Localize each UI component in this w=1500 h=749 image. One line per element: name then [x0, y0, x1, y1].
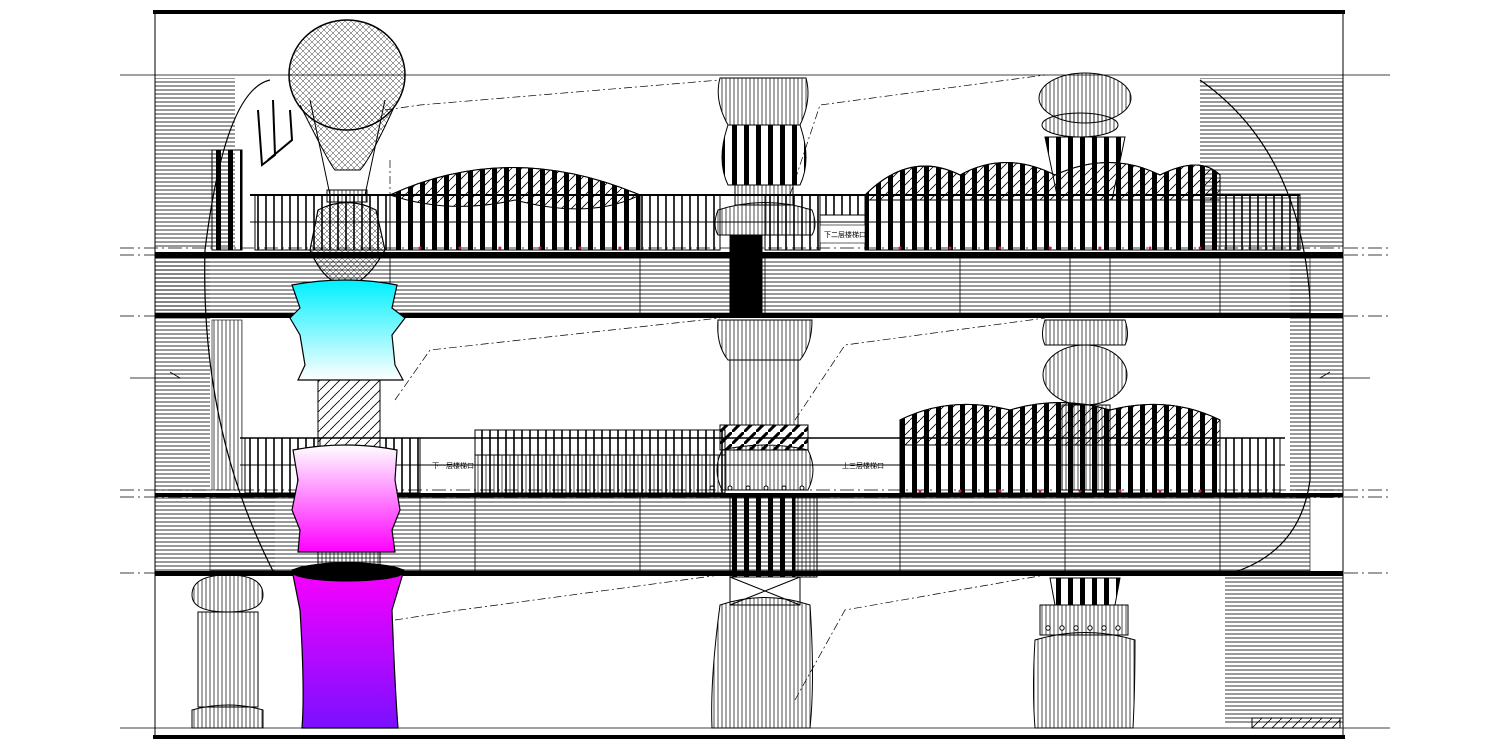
- left-upper-wall: [211, 99, 294, 251]
- violet-lantern: [291, 561, 405, 729]
- upper-stair-label: 下二层楼梯口: [824, 230, 866, 239]
- cyan-lantern: [289, 279, 406, 381]
- right-tower: [1033, 72, 1136, 729]
- center-tower: [709, 77, 818, 729]
- mid-arches: [899, 402, 1221, 494]
- level-arrows: [130, 371, 1370, 379]
- mid-right-stair-label: 上三层楼梯口: [842, 461, 884, 470]
- left-tower: [288, 19, 406, 729]
- pink-lantern: [291, 444, 401, 553]
- mid-left-stair-label: 下一层楼梯口: [432, 461, 474, 470]
- mid-railings: [211, 319, 1285, 494]
- short-pillar: [191, 574, 264, 729]
- upper-arches: [388, 162, 1221, 251]
- stair-tags: 下二层楼梯口 下一层楼梯口 上三层楼梯口: [432, 224, 884, 470]
